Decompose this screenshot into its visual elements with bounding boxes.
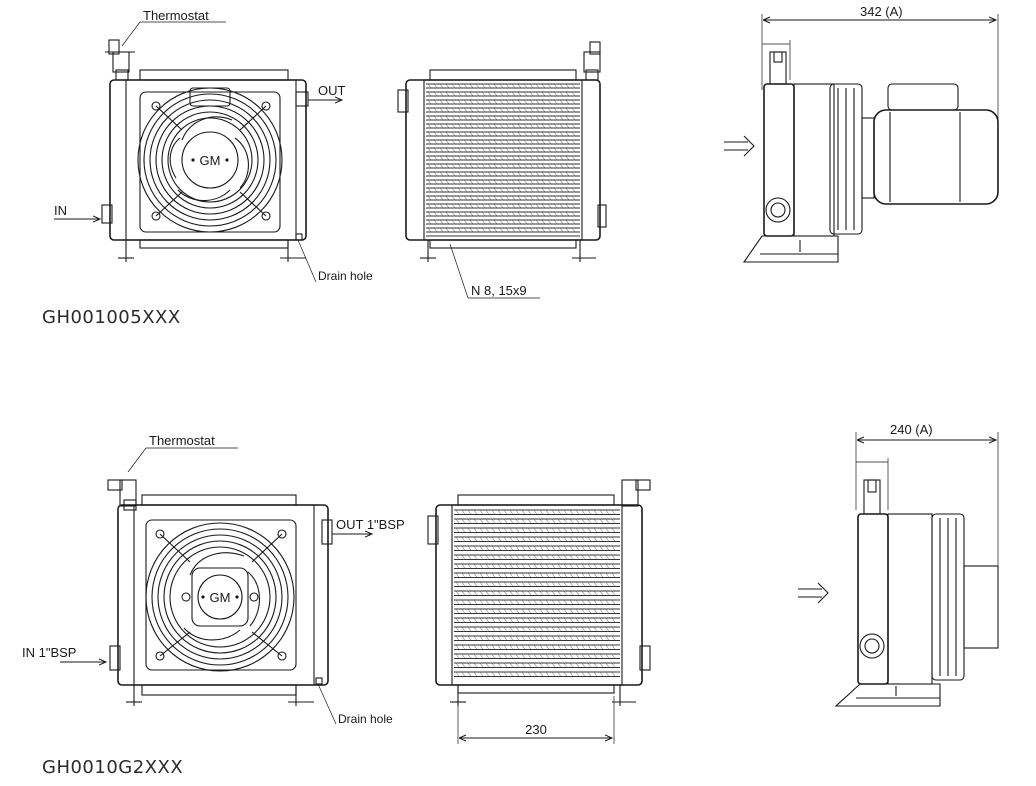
fin-texture [427, 219, 576, 225]
side-dimension-342: 342 (A) [860, 4, 903, 19]
drain-hole-label-2: Drain hole [338, 712, 393, 726]
fin-texture [427, 123, 576, 129]
out-label: OUT [318, 83, 346, 98]
fin-texture [427, 139, 576, 145]
fin-texture [455, 590, 616, 596]
fin-texture [455, 662, 616, 668]
fan-badge-gm-2: GM [210, 590, 231, 605]
fin-texture [455, 599, 616, 605]
fin-texture [427, 115, 576, 121]
model1-front-view: GM [101, 39, 309, 262]
fin-texture [427, 163, 576, 169]
side-dimension-240: 240 (A) [890, 422, 933, 437]
model2-front-view: GM [107, 479, 333, 706]
fin-texture [455, 653, 616, 659]
fin-texture [455, 509, 616, 515]
fin-texture [427, 203, 576, 209]
fin-texture [427, 187, 576, 193]
fin-texture [455, 626, 616, 632]
fin-texture [455, 527, 616, 533]
flow-arrow-icon [724, 135, 755, 157]
fin-texture [427, 195, 576, 201]
model2-front-labels: Thermostat OUT 1"BSP IN 1"BSP Drain hole… [22, 433, 405, 778]
fin-texture [455, 545, 616, 551]
model1-side-view: 342 (A) [724, 4, 999, 263]
fin-texture [455, 635, 616, 641]
fin-texture [427, 107, 576, 113]
fin-texture [455, 617, 616, 623]
fin-texture [455, 554, 616, 560]
in-label: IN [54, 203, 67, 218]
fin-texture [427, 155, 576, 161]
fan-badge-gm: GM [200, 153, 221, 168]
model1-front-labels: Thermostat OUT IN Drain hole GH001005XXX [42, 8, 373, 328]
fin-spec-label: N 8, 15x9 [471, 283, 527, 298]
fin-texture [427, 179, 576, 185]
fin-texture [427, 147, 576, 153]
fin-texture [427, 211, 576, 217]
model1-rear-view [397, 41, 607, 262]
in-label-2: IN 1"BSP [22, 645, 76, 660]
fin-texture [427, 83, 576, 89]
fin-texture [455, 563, 616, 569]
fin-texture [455, 518, 616, 524]
model2-side-view: 240 (A) [798, 422, 999, 707]
thermostat-label-2: Thermostat [149, 433, 215, 448]
out-label-2: OUT 1"BSP [336, 517, 405, 532]
fin-texture [427, 131, 576, 137]
fin-texture [455, 536, 616, 542]
fin-texture [455, 608, 616, 614]
fin-texture [455, 581, 616, 587]
fin-texture [455, 644, 616, 650]
model-code-1: GH001005XXX [42, 307, 181, 328]
drain-hole-label: Drain hole [318, 269, 373, 283]
width-dimension-230: 230 [525, 722, 547, 737]
fin-texture [455, 671, 616, 677]
model1-fin-label: N 8, 15x9 [449, 243, 540, 299]
fin-texture [427, 99, 576, 105]
fin-texture [455, 572, 616, 578]
fin-texture [427, 91, 576, 97]
model2-fins [454, 509, 620, 677]
fin-texture [427, 171, 576, 177]
model-code-2: GH0010G2XXX [42, 757, 183, 778]
model1-fins [426, 83, 580, 237]
model2-rear-view: 230 [427, 479, 651, 744]
fin-texture [427, 227, 576, 233]
thermostat-label: Thermostat [143, 8, 209, 23]
flow-arrow-icon-2 [798, 582, 829, 604]
